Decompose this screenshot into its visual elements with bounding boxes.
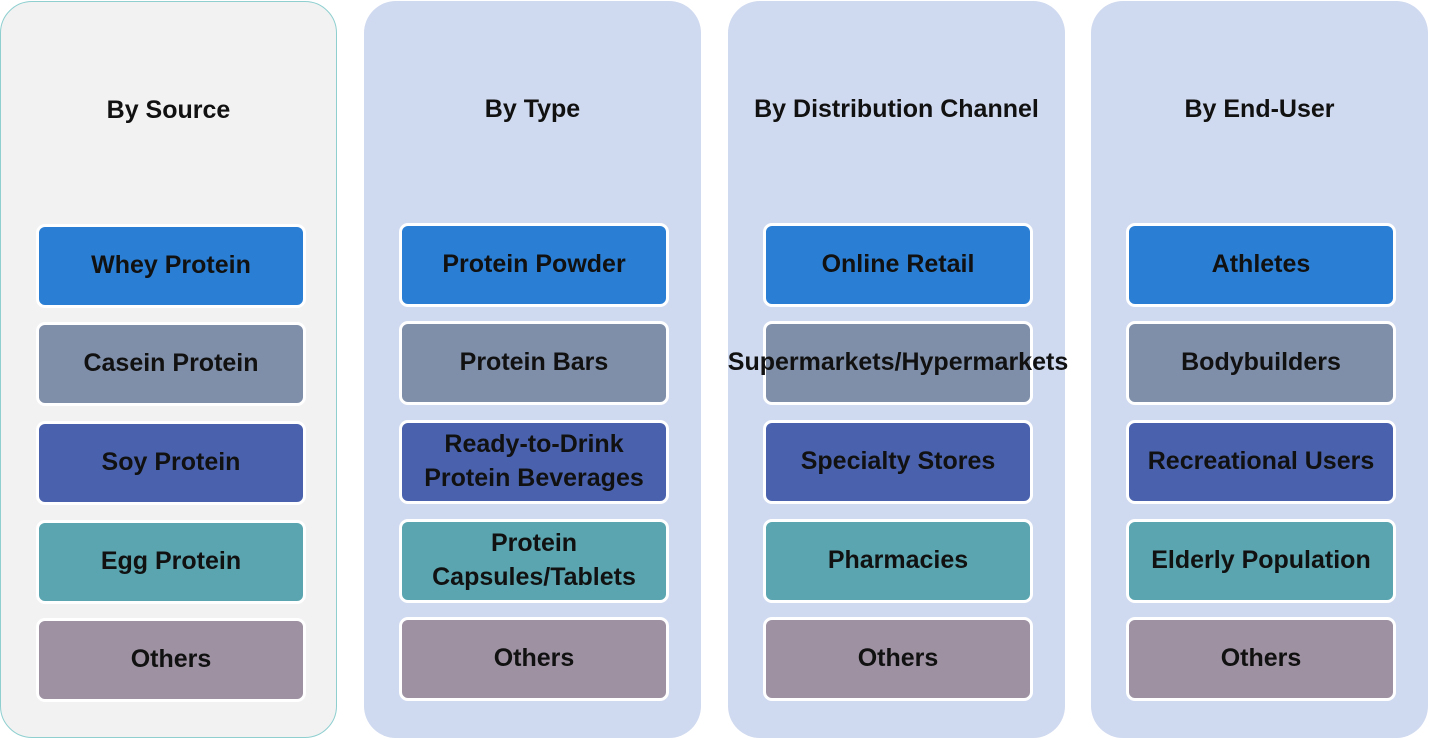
segment-item: Protein Powder <box>399 223 669 307</box>
segment-item-label: Soy Protein <box>101 448 241 477</box>
segment-item-label: Elderly Population <box>1151 546 1371 575</box>
segment-item: Others <box>763 617 1033 701</box>
segment-item-label: Pharmacies <box>827 546 969 575</box>
segment-item-label: Others <box>857 644 939 673</box>
segment-item: Athletes <box>1126 223 1396 307</box>
panel-title: By Source <box>106 96 231 124</box>
segment-item-label: Ready-to-Drink Protein Beverages <box>424 430 644 492</box>
panel-title: By End-User <box>1184 95 1335 123</box>
segment-item-label: Whey Protein <box>91 251 251 280</box>
segment-item-label: Others <box>1220 644 1302 673</box>
segment-item: Others <box>399 617 669 701</box>
segment-item-label: Egg Protein <box>100 547 242 576</box>
segment-item: Protein Bars <box>399 321 669 405</box>
panel-title: By Type <box>484 95 581 123</box>
segment-item: Bodybuilders <box>1126 321 1396 405</box>
segment-item-label: Online Retail <box>821 250 975 279</box>
segment-item: Online Retail <box>763 223 1033 307</box>
segment-item: Protein Capsules/Tablets <box>399 519 669 603</box>
segment-item-label: Supermarkets/Hypermarkets <box>727 348 1069 377</box>
segment-item: Others <box>36 618 306 702</box>
segment-item-label: Others <box>130 645 212 674</box>
segment-item-label: Protein Powder <box>442 250 626 279</box>
segment-item-label: Protein Capsules/Tablets <box>432 529 636 591</box>
segment-item: Egg Protein <box>36 520 306 604</box>
segment-item: Soy Protein <box>36 421 306 505</box>
segment-item-label: Others <box>493 644 575 673</box>
segment-item-label: Athletes <box>1211 250 1311 279</box>
panel-title: By Distribution Channel <box>754 95 1039 123</box>
segment-item-label: Casein Protein <box>83 349 259 378</box>
segment-item: Ready-to-Drink Protein Beverages <box>399 420 669 504</box>
segment-item-label: Recreational Users <box>1147 447 1375 476</box>
segment-item: Pharmacies <box>763 519 1033 603</box>
segment-item-label: Protein Bars <box>459 348 609 377</box>
segment-item: Others <box>1126 617 1396 701</box>
segment-item-label: Bodybuilders <box>1181 348 1341 377</box>
segment-item-label: Specialty Stores <box>800 447 996 476</box>
segment-item: Elderly Population <box>1126 519 1396 603</box>
segment-item: Recreational Users <box>1126 420 1396 504</box>
segment-item: Whey Protein <box>36 224 306 308</box>
segment-item: Casein Protein <box>36 322 306 406</box>
segment-item: Specialty Stores <box>763 420 1033 504</box>
segment-item: Supermarkets/Hypermarkets <box>728 321 1068 405</box>
